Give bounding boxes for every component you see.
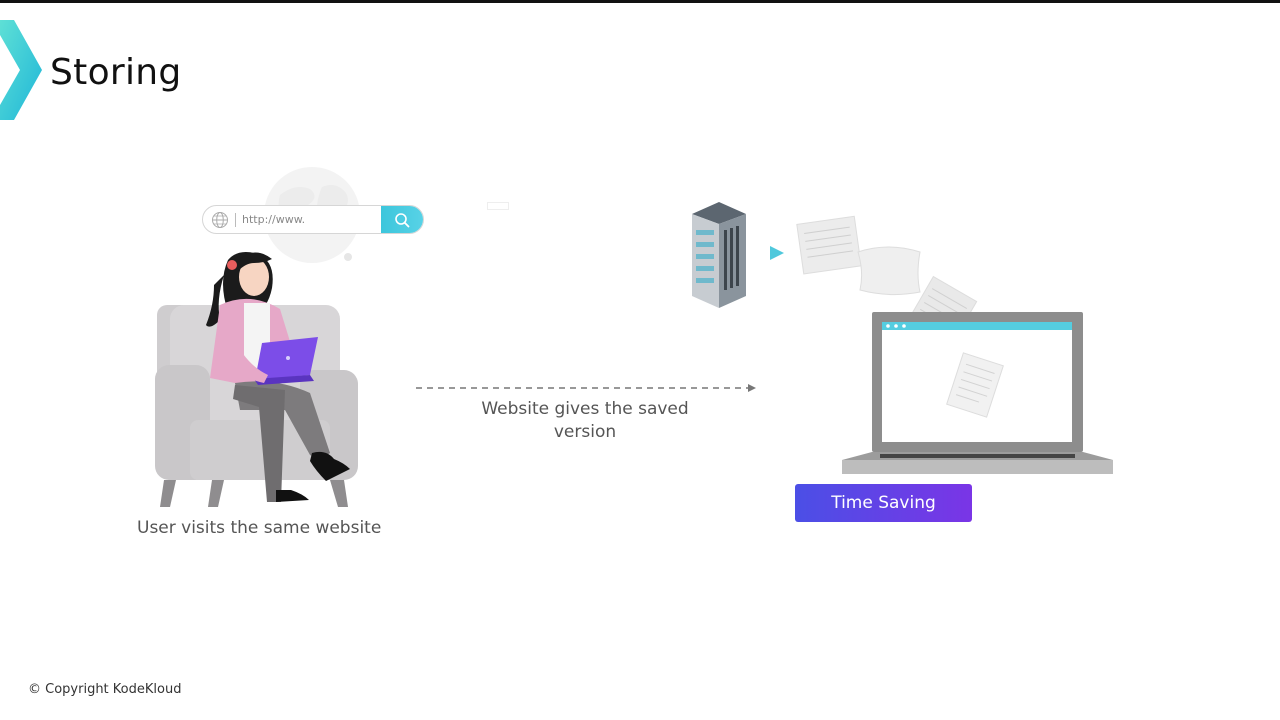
- response-caption: Website gives the saved version: [481, 399, 689, 442]
- user-caption: User visits the same website: [137, 518, 382, 538]
- decorative-outline: [487, 202, 509, 210]
- user-in-armchair-illustration: [155, 252, 358, 507]
- response-arrow: [416, 384, 756, 392]
- search-separator: [235, 213, 236, 227]
- copyright-text: © Copyright KodeKloud: [28, 682, 182, 697]
- kodekloud-chevron-logo-icon: [0, 20, 42, 120]
- play-arrow-icon: [770, 246, 784, 260]
- slide-title: Storing: [50, 52, 182, 93]
- document-icon: [946, 352, 1004, 418]
- address-search-bar: http://www.: [202, 205, 424, 234]
- search-icon: [395, 212, 410, 227]
- globe-icon: [212, 212, 228, 228]
- time-saving-badge: Time Saving: [795, 484, 972, 522]
- url-text: http://www.: [242, 213, 306, 226]
- server-icon: [692, 202, 746, 308]
- search-button: [381, 206, 423, 233]
- top-border: [0, 0, 1280, 3]
